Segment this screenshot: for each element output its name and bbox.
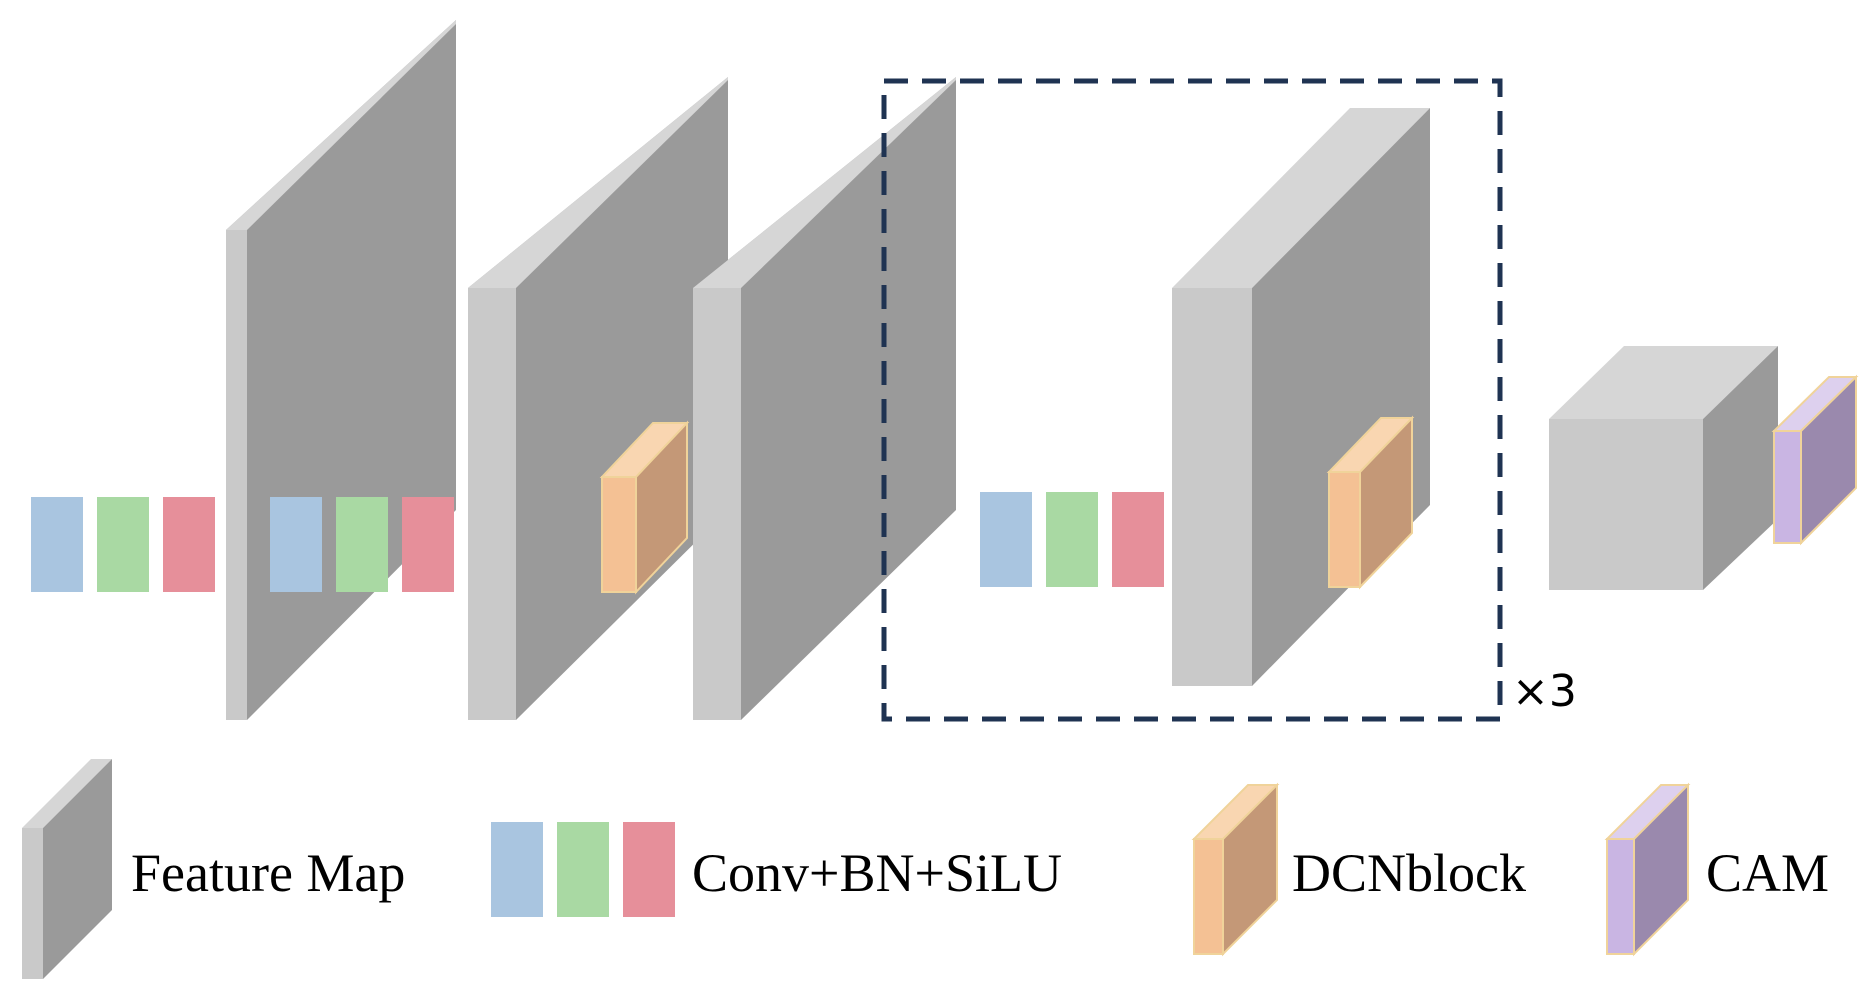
bn-block <box>557 822 609 917</box>
legend-dcnblock-label: DCNblock <box>1292 843 1526 903</box>
conv-block <box>980 492 1032 587</box>
conv-bn-silu-group-1 <box>31 497 215 592</box>
silu-block <box>402 497 454 592</box>
legend-cam-label: CAM <box>1706 843 1829 903</box>
repeat-label: ×3 <box>1512 666 1577 717</box>
conv-bn-silu-group-3 <box>980 492 1164 587</box>
conv-block <box>270 497 322 592</box>
dcnblock-1 <box>599 420 690 595</box>
legend-feature-map-icon <box>22 759 112 979</box>
feature-map-4 <box>1172 108 1430 686</box>
conv-block <box>31 497 83 592</box>
legend-conv-bn-silu-label: Conv+BN+SiLU <box>692 843 1062 903</box>
conv-bn-silu-group-2 <box>270 497 454 592</box>
silu-block <box>623 822 675 917</box>
bn-block <box>97 497 149 592</box>
output-feature-cube <box>1549 346 1778 590</box>
feature-map-1 <box>226 20 456 720</box>
bn-block <box>336 497 388 592</box>
dcnblock-2 <box>1326 415 1415 590</box>
bn-block <box>1046 492 1098 587</box>
legend: Feature Map Conv+BN+SiLU DCNblock CAM <box>22 759 1829 979</box>
silu-block <box>163 497 215 592</box>
cam-block <box>1771 374 1859 546</box>
legend-dcnblock-icon <box>1191 782 1280 957</box>
legend-cam-icon <box>1604 782 1691 957</box>
legend-conv-bn-silu-icon <box>491 822 675 917</box>
feature-map-2 <box>468 77 728 720</box>
silu-block <box>1112 492 1164 587</box>
feature-map-3 <box>693 77 956 720</box>
conv-block <box>491 822 543 917</box>
legend-feature-map-label: Feature Map <box>131 843 405 903</box>
repeat-dashed-box <box>881 78 1503 722</box>
